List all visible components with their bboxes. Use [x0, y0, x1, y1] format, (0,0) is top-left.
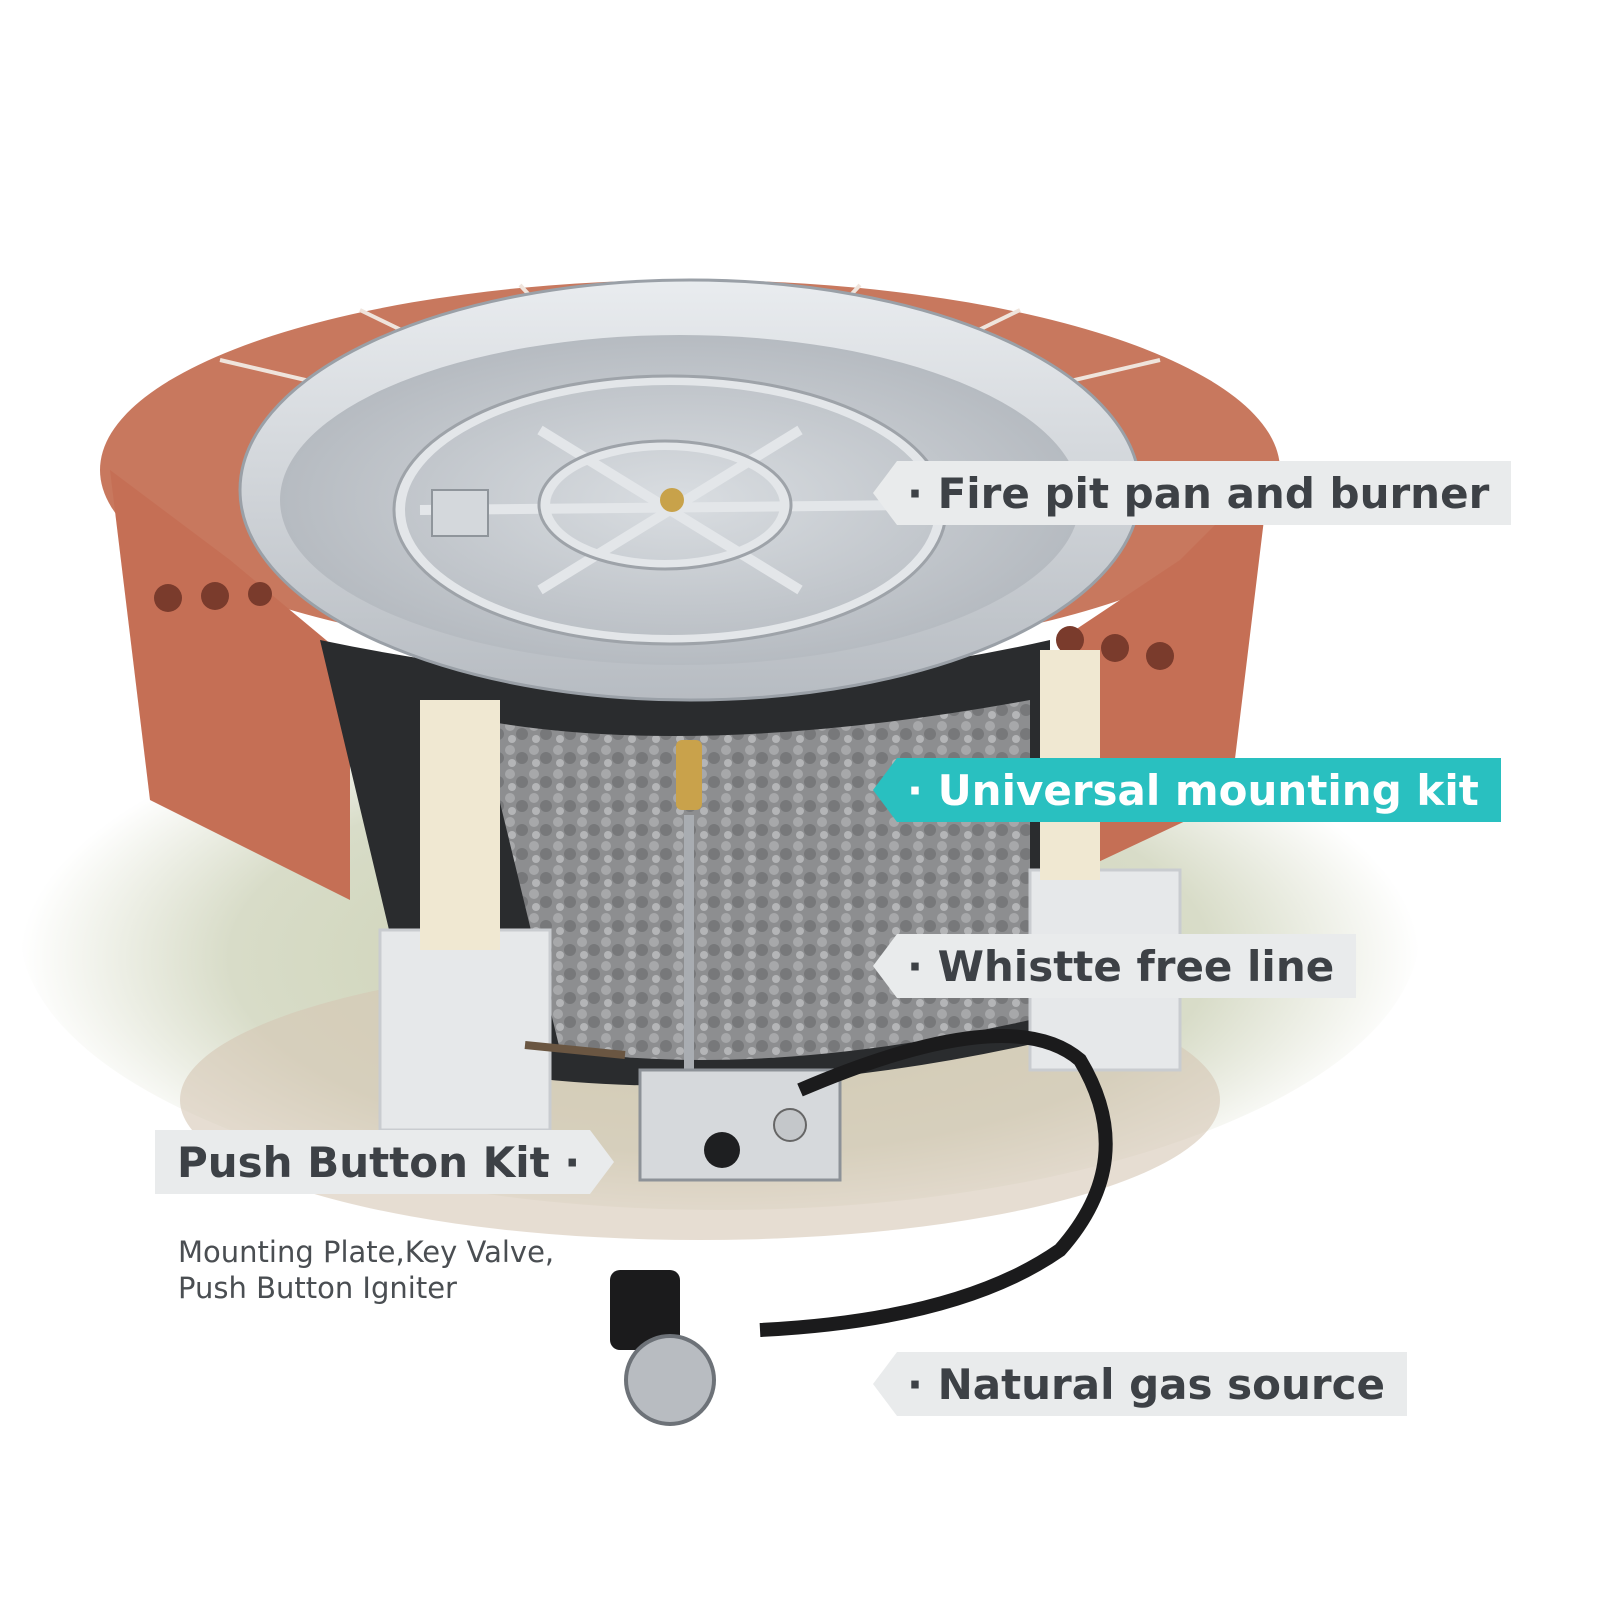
callout-fire-pit-pan: · Fire pit pan and burner [873, 461, 1512, 525]
callout-fire-pit-pan-label: · Fire pit pan and burner [897, 461, 1512, 525]
key-valve [773, 1108, 807, 1142]
brass-fitting [676, 740, 702, 810]
callout-arrow-icon [873, 758, 897, 822]
push-button-igniter [704, 1132, 740, 1168]
propane-regulator-knob [610, 1270, 680, 1350]
callout-universal-mounting-kit-label: · Universal mounting kit [897, 758, 1501, 822]
brick-wall-left [110, 470, 350, 900]
push-button-kit-description-line: Mounting Plate,Key Valve, [178, 1235, 555, 1269]
callout-push-button-kit: Push Button Kit · [155, 1130, 615, 1194]
callout-natural-gas-source: · Natural gas source [873, 1352, 1407, 1416]
brick-holes [154, 582, 1174, 670]
push-button-kit-description: Mounting Plate,Key Valve, Push Button Ig… [178, 1234, 638, 1306]
callout-arrow-icon [873, 1352, 897, 1416]
callout-arrow-icon [590, 1130, 615, 1194]
rebar-stick [524, 1041, 626, 1059]
black-gas-hose [759, 1029, 1113, 1337]
callout-universal-mounting-kit: · Universal mounting kit [873, 758, 1501, 822]
push-button-kit-description-line: Push Button Igniter [178, 1271, 457, 1305]
callout-whistle-free-line: · Whistte free line [873, 934, 1357, 998]
callout-whistle-free-line-label: · Whistte free line [897, 934, 1357, 998]
gravel-fill [480, 700, 1030, 1060]
callout-arrow-icon [873, 934, 897, 998]
callout-arrow-icon [873, 461, 897, 525]
callout-natural-gas-source-label: · Natural gas source [897, 1352, 1407, 1416]
burner-center-fitting [660, 488, 684, 512]
igniter-plate [431, 489, 489, 537]
stone-column-left [420, 700, 500, 950]
propane-regulator [624, 1334, 716, 1426]
concrete-block-left [378, 928, 552, 1132]
callout-push-button-kit-label: Push Button Kit · [155, 1130, 591, 1194]
